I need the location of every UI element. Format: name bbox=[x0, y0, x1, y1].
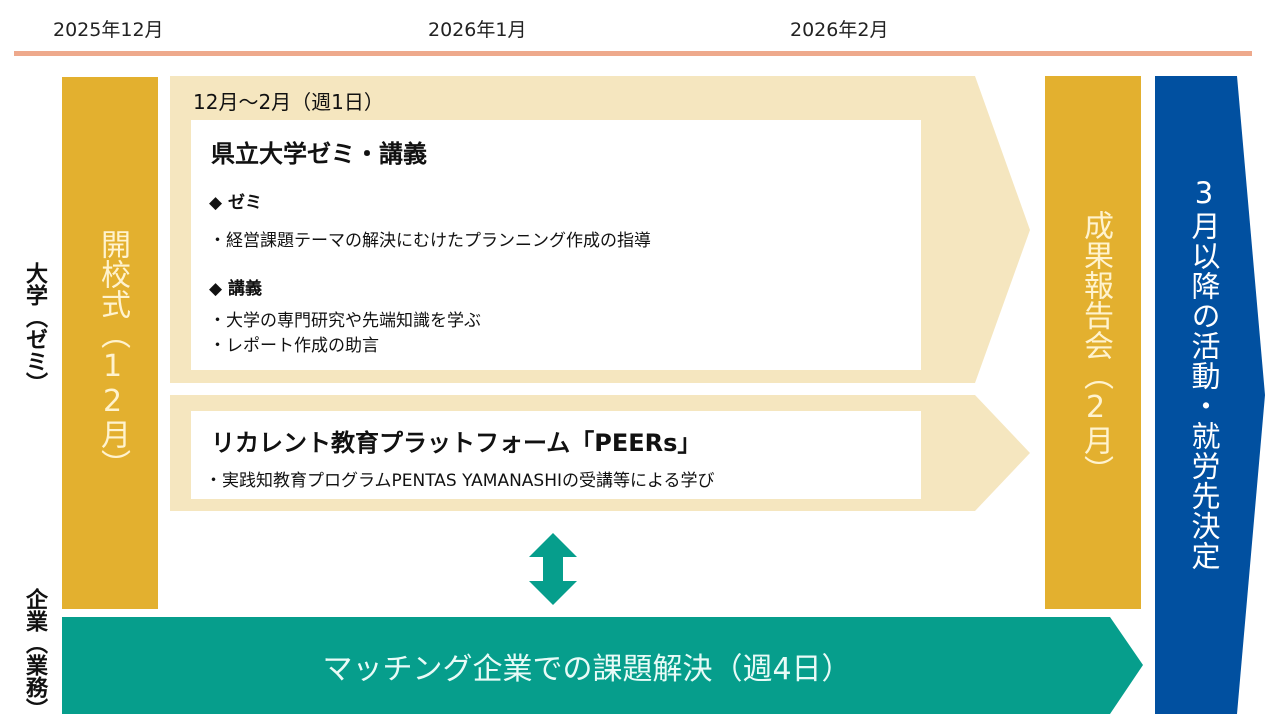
after-arrow bbox=[1155, 76, 1265, 714]
report-box: 成果報告会（2月） bbox=[1045, 76, 1141, 609]
matching-box: マッチング企業での課題解決（週4日） bbox=[62, 617, 1112, 714]
lecture-item: ・レポート作成の助言 bbox=[209, 336, 379, 356]
report-label: 成果報告会（2月） bbox=[1078, 210, 1113, 485]
peers-box: リカレント教育プラットフォーム「PEERs」 ・実践知教育プログラムPENTAS… bbox=[191, 411, 921, 499]
timeline-label-jan-2026: 2026年1月 bbox=[428, 19, 527, 41]
seminar-title: 県立大学ゼミ・講義 bbox=[211, 140, 427, 168]
timeline-line bbox=[14, 51, 1252, 56]
lecture-item: ・大学の専門研究や先端知識を学ぶ bbox=[209, 311, 481, 331]
opening-ceremony-label: 開校式（12月） bbox=[95, 229, 130, 479]
seminar-item: ・経営課題テーマの解決にむけたプランニング作成の指導 bbox=[209, 231, 651, 251]
timeline-label-dec-2025: 2025年12月 bbox=[53, 19, 164, 41]
after-label: 3月以降の活動・就労先決定 bbox=[1187, 176, 1221, 571]
seminar-box: 県立大学ゼミ・講義 ◆ ゼミ ・経営課題テーマの解決にむけたプランニング作成の指… bbox=[191, 120, 921, 370]
matching-label: マッチング企業での課題解決（週4日） bbox=[322, 651, 852, 687]
double-arrow-icon bbox=[529, 533, 577, 605]
timeline-label-feb-2026: 2026年2月 bbox=[790, 19, 889, 41]
peers-title: リカレント教育プラットフォーム「PEERs」 bbox=[211, 429, 702, 457]
row-label-company: 企業（業務） bbox=[22, 588, 47, 720]
peers-item: ・実践知教育プログラムPENTAS YAMANASHIの受講等による学び bbox=[205, 471, 715, 491]
matching-arrow bbox=[62, 617, 1143, 714]
opening-ceremony-box: 開校式（12月） bbox=[62, 77, 158, 609]
lecture-heading: ◆ 講義 bbox=[209, 279, 262, 299]
seminar-period: 12月〜2月（週1日） bbox=[193, 90, 384, 114]
seminar-heading: ◆ ゼミ bbox=[209, 193, 262, 213]
row-label-university: 大学（ゼミ） bbox=[22, 262, 47, 394]
